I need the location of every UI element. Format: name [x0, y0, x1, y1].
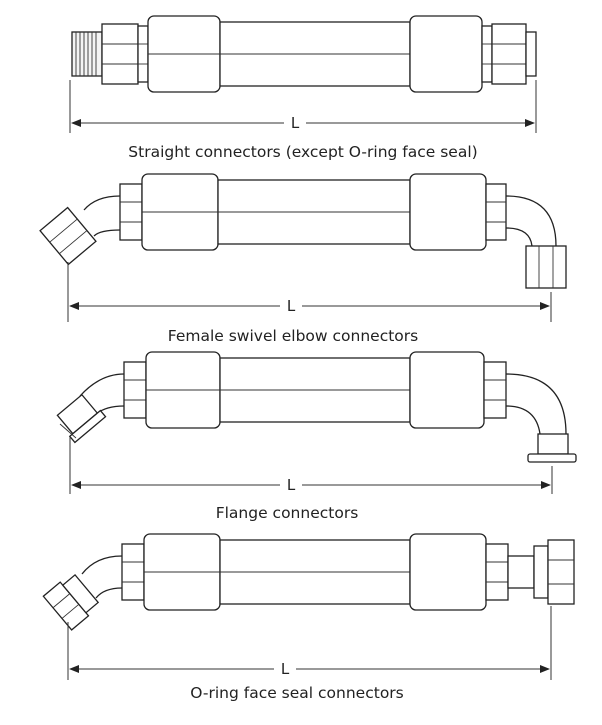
hose-assembly-straight — [71, 15, 537, 93]
flange-connectors-panel: L Flange connectors — [56, 351, 577, 522]
length-dimension-1: L — [69, 80, 537, 133]
o-ring-face-seal-panel: L O-ring face seal connectors — [42, 533, 575, 702]
hose-assembly-o-ring-face-seal — [42, 533, 575, 631]
straight-connectors-panel: L Straight connectors (except O-ring fac… — [69, 15, 537, 161]
caption-straight-connectors: Straight connectors (except O-ring face … — [128, 143, 477, 161]
female-swivel-elbow-panel: L Female swivel elbow connectors — [39, 173, 567, 345]
caption-o-ring-face-seal: O-ring face seal connectors — [190, 684, 404, 702]
length-dimension-4: L — [67, 606, 552, 680]
length-dimension-2: L — [67, 262, 552, 322]
dimension-label-l-2: L — [287, 297, 296, 315]
dimension-label-l-3: L — [287, 476, 296, 494]
hose-assembly-swivel-elbow — [39, 173, 567, 289]
length-dimension-3: L — [69, 436, 553, 494]
caption-flange-connectors: Flange connectors — [216, 504, 359, 522]
hose-assembly-flange — [56, 351, 577, 463]
caption-female-swivel-elbow: Female swivel elbow connectors — [168, 327, 418, 345]
dimension-label-l-1: L — [291, 114, 300, 132]
dimension-label-l-4: L — [281, 660, 290, 678]
